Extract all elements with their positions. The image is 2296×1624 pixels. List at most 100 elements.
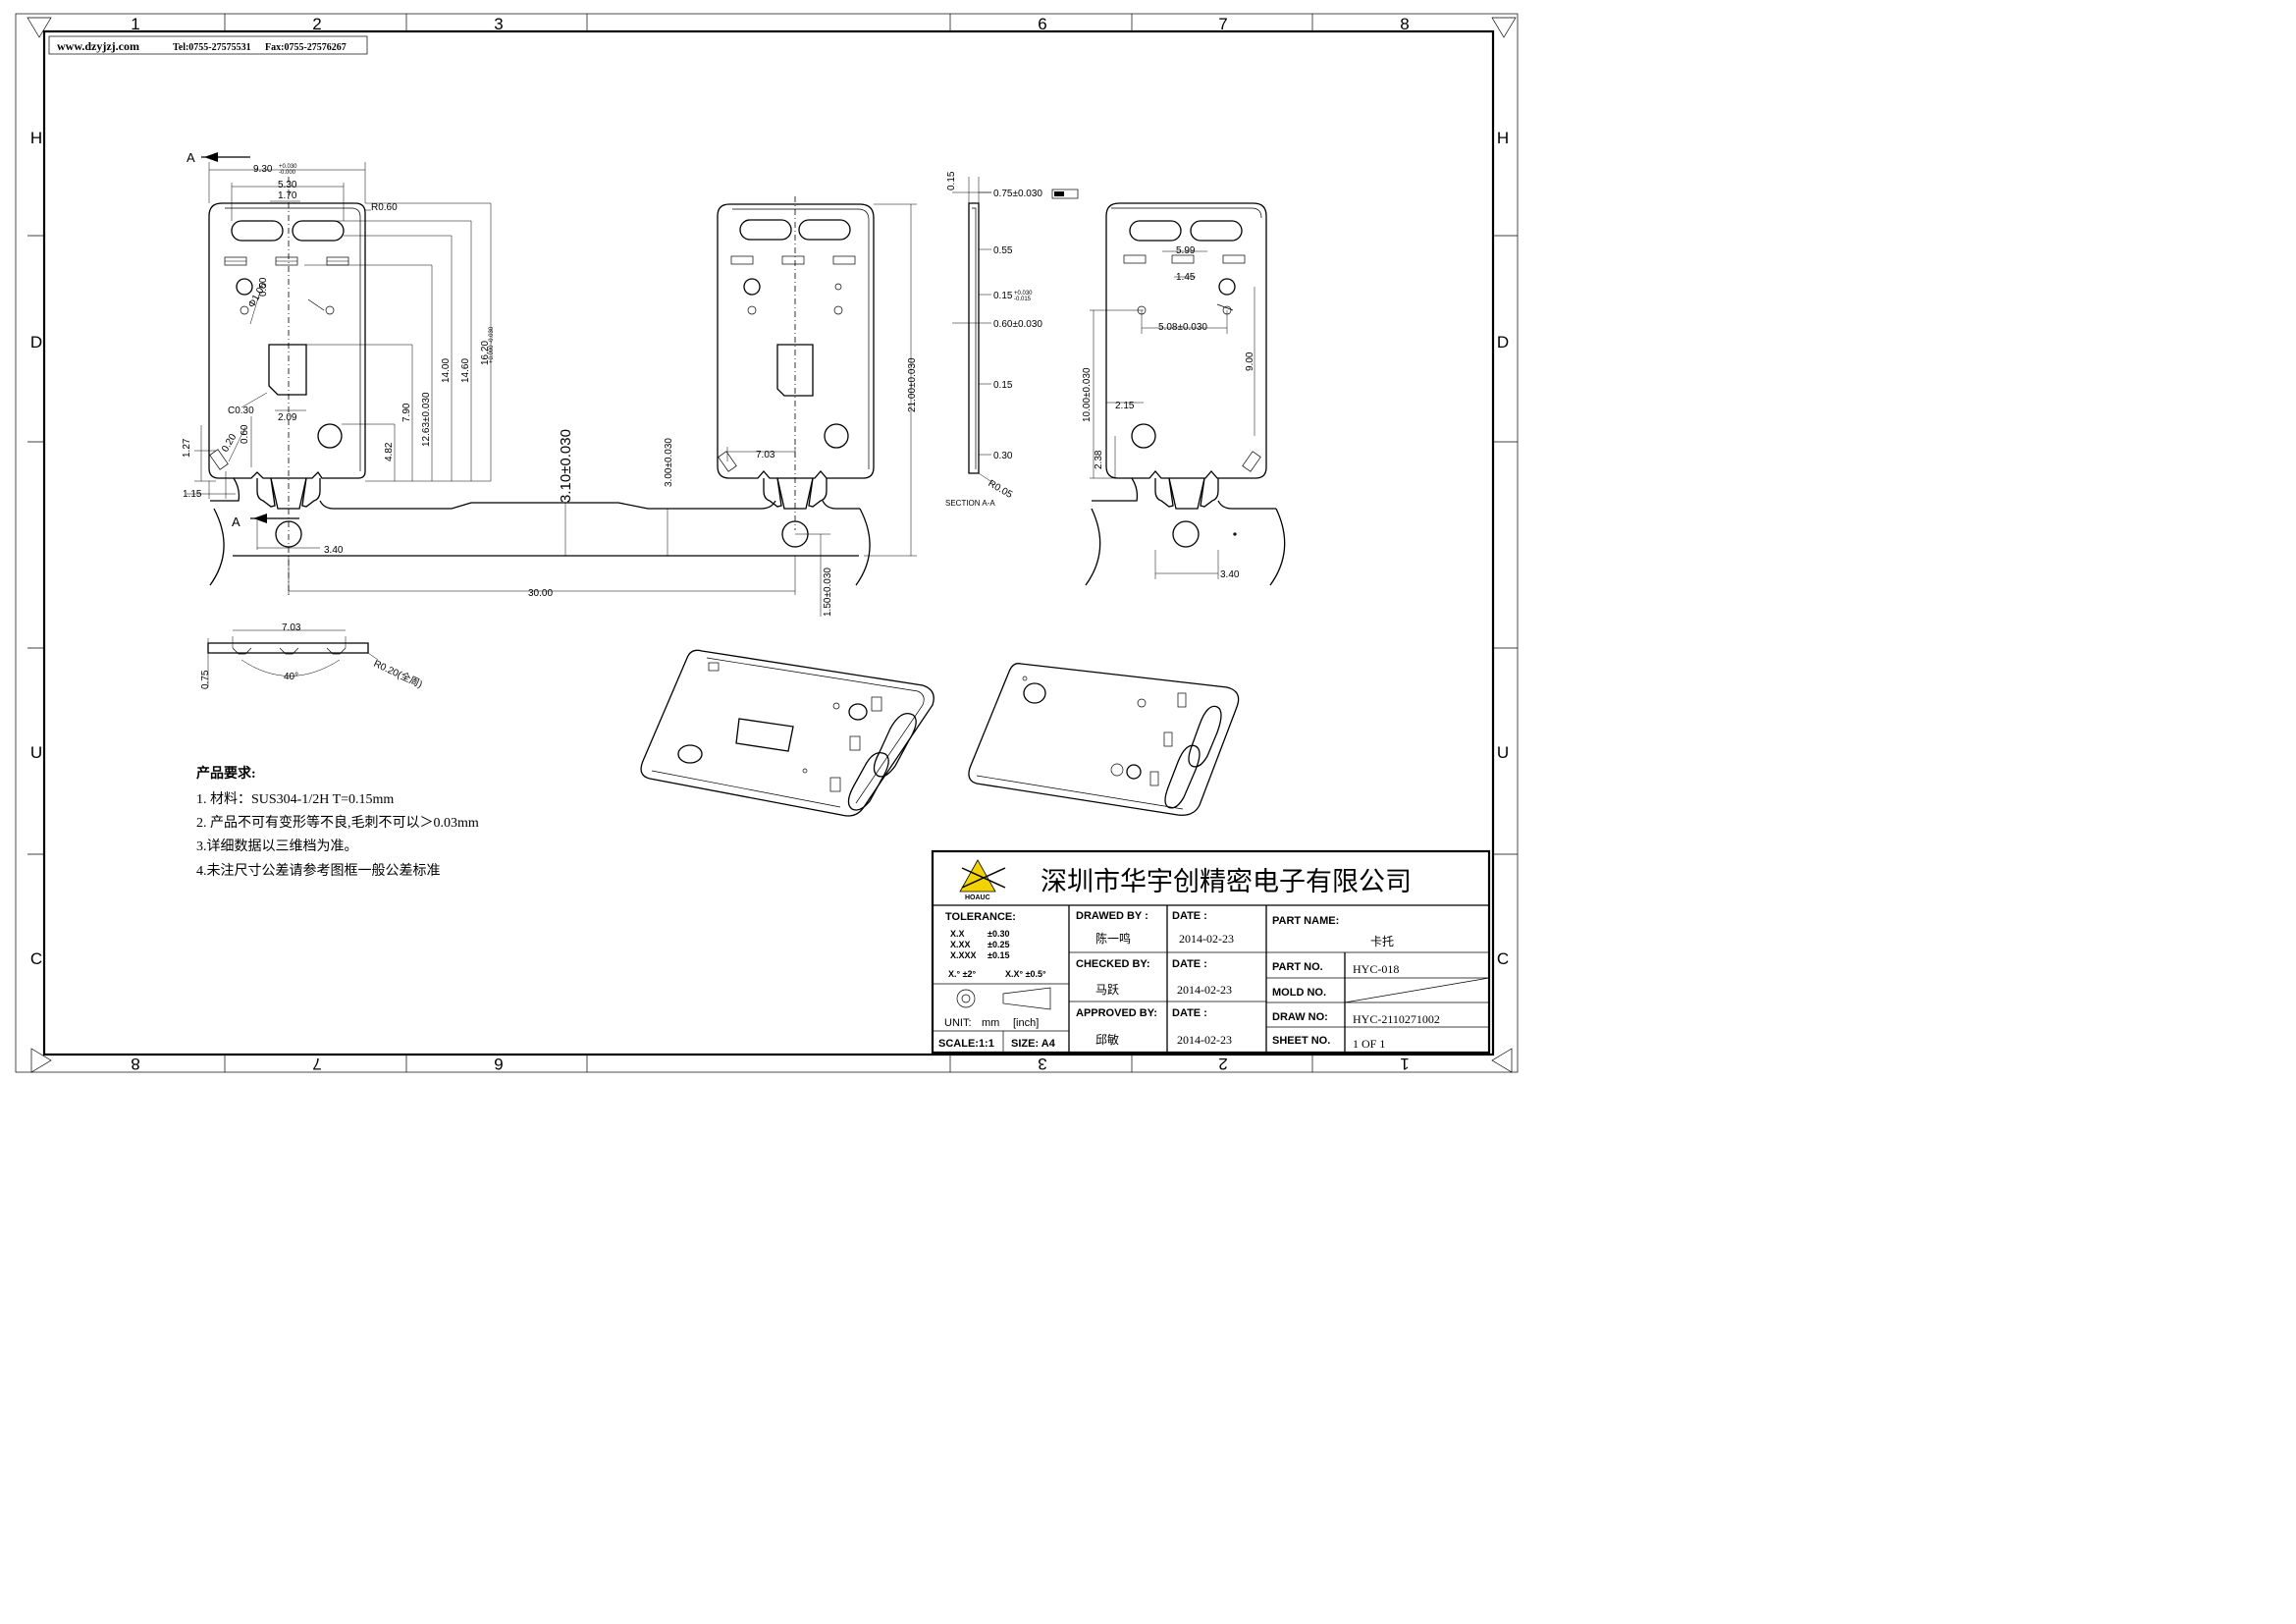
approved-by-label: APPROVED BY: xyxy=(1076,1007,1157,1019)
dim-p-r020: R0.20(全周) xyxy=(372,657,425,690)
logo-text: HOAUC xyxy=(965,894,990,901)
sheet-no: 1 OF 1 xyxy=(1353,1037,1385,1051)
draw-no: HYC-2110271002 xyxy=(1353,1012,1440,1026)
notes-item-3: 3.详细数据以三维档为准。 xyxy=(196,839,358,854)
date-1: 2014-02-23 xyxy=(1179,932,1234,946)
date-label-1: DATE : xyxy=(1172,910,1207,922)
dim-r-d238: 2.38 xyxy=(1094,450,1104,469)
drawn-by: 陈一鸣 xyxy=(1095,931,1131,946)
part-no-label: PART NO. xyxy=(1272,961,1323,973)
dim-sec-d015-top: 0.15 xyxy=(946,171,957,190)
projection-symbol-icon xyxy=(956,987,1051,1010)
part-name: 卡托 xyxy=(1370,935,1394,948)
zone-bottom-1: 1 xyxy=(1400,1055,1409,1073)
mold-no-label: MOLD NO. xyxy=(1272,987,1326,999)
unit-value: mm xyxy=(982,1017,999,1029)
product-notes: 产品要求: 1. 材料：SUS304-1/2H T=0.15mm 2. 产品不可… xyxy=(196,765,479,879)
corner-triangle-tl-icon xyxy=(27,17,52,38)
dim-w930-tol-up: +0.030 xyxy=(279,164,297,170)
dim-pitch: 30.00 xyxy=(528,588,553,599)
tol-val-3: ±0.15 xyxy=(988,950,1009,960)
notes-item-1: 1. 材料：SUS304-1/2H T=0.15mm xyxy=(196,791,394,807)
approved-by: 邱敏 xyxy=(1095,1032,1119,1047)
section-label: SECTION A-A xyxy=(945,499,995,508)
zone-left-c: C xyxy=(30,949,42,968)
section-marker-a-bottom: A xyxy=(232,514,240,529)
middle-view: 7.03 21.00±0.030 xyxy=(717,196,918,557)
flatness-symbol-icon xyxy=(1054,191,1064,196)
header-site[interactable]: www.dzyjzj.com xyxy=(57,39,139,53)
dim-r-d340: 3.40 xyxy=(1220,569,1240,580)
part-name-label: PART NAME: xyxy=(1272,915,1339,927)
checked-by: 马跃 xyxy=(1095,983,1119,997)
corner-triangle-tr-icon xyxy=(1491,17,1517,38)
dim-r-d145: 1.45 xyxy=(1176,272,1196,283)
drawing-frame xyxy=(15,13,1519,1073)
dim-p-d075: 0.75 xyxy=(200,670,211,689)
dim-d340: 3.40 xyxy=(324,545,344,556)
title-block: HOAUC 深圳市华宇创精密电子有限公司 TOLERANCE: X.X ±0.3… xyxy=(931,849,1491,1055)
angle-tol-1: X.° ±2° xyxy=(948,969,977,979)
corner-triangle-br-icon xyxy=(1491,1048,1513,1073)
dim-w530: 5.30 xyxy=(278,180,297,190)
isometric-view-2 xyxy=(968,663,1240,816)
tol-key-3: X.XXX xyxy=(950,950,977,960)
tol-val-1: ±0.30 xyxy=(988,929,1009,939)
dim-r-d508: 5.08±0.030 xyxy=(1158,322,1207,333)
zone-bottom-2: 2 xyxy=(1218,1055,1227,1073)
checked-by-label: CHECKED BY: xyxy=(1076,958,1150,970)
zone-left-u: U xyxy=(30,743,42,762)
notes-item-2: 2. 产品不可有变形等不良,毛刺不可以＞0.03mm xyxy=(196,814,479,831)
zone-top-1: 1 xyxy=(131,15,139,33)
zone-top-3: 3 xyxy=(494,15,503,33)
dim-h127: 1.27 xyxy=(182,438,192,458)
dim-sec-d015-tol: 0.15 xyxy=(993,291,1013,301)
dim-sec-d060: 0.60±0.030 xyxy=(993,319,1042,330)
zone-left-h: H xyxy=(30,129,42,147)
dim-sec-r005: R0.05 xyxy=(987,478,1015,501)
zone-right-h: H xyxy=(1497,129,1509,147)
zone-right-u: U xyxy=(1497,743,1509,762)
header-fax: Fax:0755-27576267 xyxy=(265,42,347,53)
dim-d115: 1.15 xyxy=(183,489,202,500)
dim-v1620: 16.20 xyxy=(480,341,491,365)
tol-key-2: X.XX xyxy=(950,940,971,949)
dim-d020: 0.20 xyxy=(220,432,239,455)
dim-w930-tol-dn: -0.000 xyxy=(279,170,296,176)
right-view: 5.99 1.45 5.08±0.030 10.00±0.030 9.00 2.… xyxy=(1082,202,1286,586)
dim-v1263: 12.63±0.030 xyxy=(421,392,432,447)
dim-sec-d055: 0.55 xyxy=(993,245,1013,256)
company-name: 深圳市华宇创精密电子有限公司 xyxy=(1041,867,1412,896)
dim-w170: 1.70 xyxy=(278,190,297,201)
tol-key-1: X.X xyxy=(950,929,965,939)
zone-bottom-7: 7 xyxy=(312,1055,321,1073)
unit-label: UNIT: xyxy=(944,1017,972,1029)
scale-label: SCALE:1:1 xyxy=(938,1038,994,1050)
size-label: SIZE: A4 xyxy=(1011,1038,1056,1050)
dim-r-v900: 9.00 xyxy=(1245,352,1255,371)
section-view: 0.15 0.75±0.030 0.55 0.15 +0.030 -0.015 … xyxy=(945,171,1079,508)
corner-triangle-bl-icon xyxy=(30,1048,52,1073)
header-contact: www.dzyjzj.com Tel:0755-27575531 Fax:075… xyxy=(48,35,368,55)
dim-p-d703: 7.03 xyxy=(282,623,301,633)
dim-r-v1000: 10.00±0.030 xyxy=(1082,367,1093,422)
zone-top-2: 2 xyxy=(312,15,321,33)
unit-inch: [inch] xyxy=(1013,1017,1039,1029)
zone-top-8: 8 xyxy=(1400,15,1409,33)
front-view: A A 9.30 +0.030 -0.000 5.30 1.70 R0.60 0… xyxy=(182,150,495,595)
zone-top-6: 6 xyxy=(1038,15,1046,33)
tol-val-2: ±0.25 xyxy=(988,940,1009,949)
sheet-no-label: SHEET NO. xyxy=(1272,1035,1330,1047)
dim-h310: 3.10±0.030 xyxy=(558,429,574,503)
header-tel: Tel:0755-27575531 xyxy=(173,42,251,53)
zone-bottom-8: 8 xyxy=(131,1055,139,1073)
angle-tol-2: X.X° ±0.5° xyxy=(1005,969,1046,979)
dim-h150: 1.50±0.030 xyxy=(823,568,833,617)
zone-left-d: D xyxy=(30,333,42,352)
zone-bottom-6: 6 xyxy=(494,1055,503,1073)
zone-right-d: D xyxy=(1497,333,1509,352)
dim-d060: 0.60 xyxy=(240,424,250,444)
dim-d703-middle: 7.03 xyxy=(756,450,775,460)
dim-r-d215: 2.15 xyxy=(1115,401,1135,411)
dim-c030: C0.30 xyxy=(228,406,254,416)
